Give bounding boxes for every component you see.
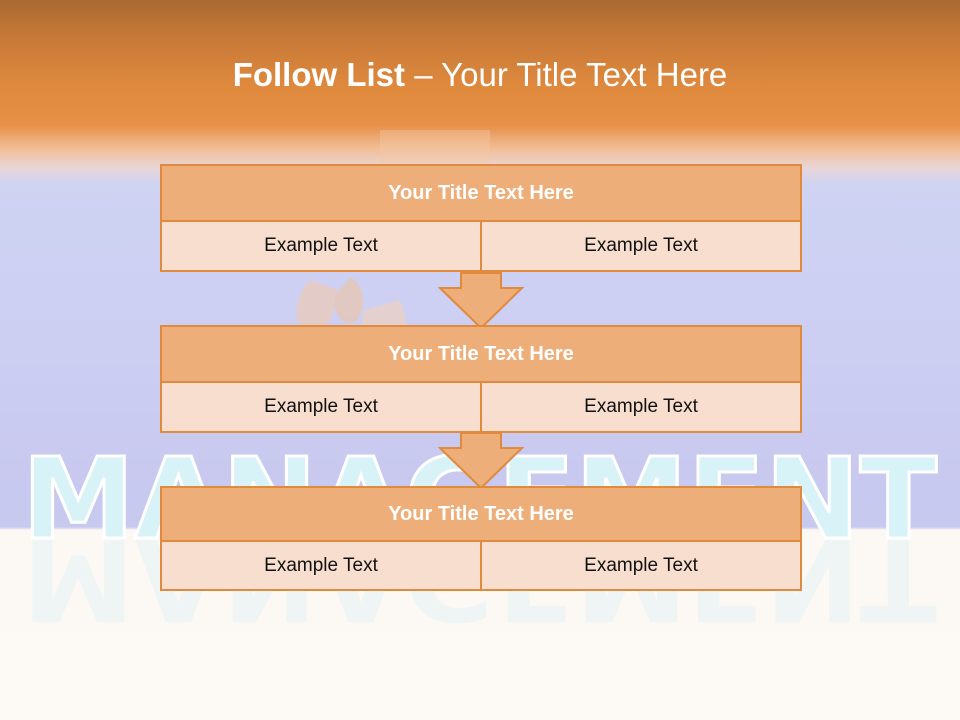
slide-title-rest: – Your Title Text Here <box>405 56 728 93</box>
slide-title: Follow List – Your Title Text Here <box>0 52 960 98</box>
slide-title-bold: Follow List <box>232 56 406 93</box>
flow-block-cell-right: Example Text <box>480 542 800 589</box>
down-arrow-icon <box>438 432 524 490</box>
flow-block-cell-left: Example Text <box>264 554 378 576</box>
down-arrow-icon <box>438 272 524 330</box>
flow-block-cell-left: Example Text <box>264 235 378 256</box>
flow-block-row: Example Text Example Text <box>160 383 802 433</box>
flow-block-title: Your Title Text Here <box>160 325 802 383</box>
flow-block-cell-left: Example Text <box>264 396 378 417</box>
flow-block-title: Your Title Text Here <box>160 164 802 222</box>
flow-block-row: Example Text Example Text <box>160 222 802 272</box>
flow-block-title: Your Title Text Here <box>160 486 802 542</box>
flow-block-3: Your Title Text Here Example Text Exampl… <box>160 486 802 591</box>
flow-block-2: Your Title Text Here Example Text Exampl… <box>160 325 802 433</box>
flow-block-1: Your Title Text Here Example Text Exampl… <box>160 164 802 272</box>
flow-block-cell-right: Example Text <box>480 222 800 270</box>
flow-block-row: Example Text Example Text <box>160 542 802 591</box>
flow-block-cell-right: Example Text <box>480 383 800 431</box>
